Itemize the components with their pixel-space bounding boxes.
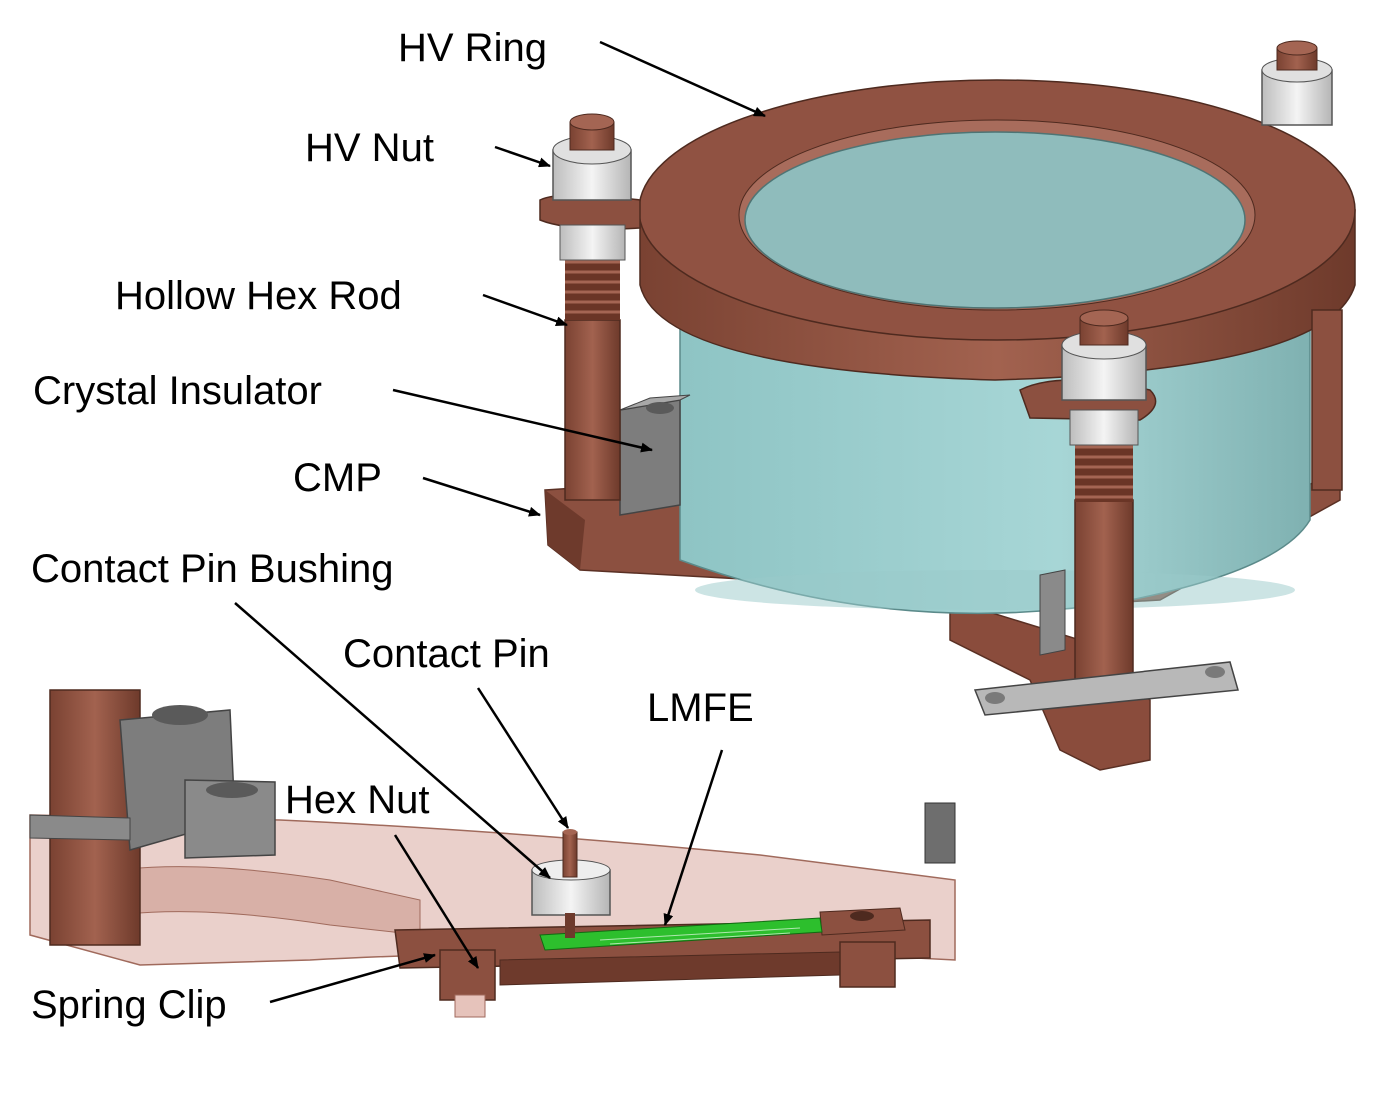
spring-clip-top [973, 569, 1239, 716]
detail-lmfe-board [539, 917, 823, 951]
arrow-hv-nut [494, 145, 551, 168]
label-lmfe: LMFE [647, 686, 754, 730]
label-spring-clip: Spring Clip [31, 983, 227, 1027]
front-rod-assembly [1061, 309, 1147, 686]
arrow-spring-clip [269, 953, 436, 1004]
arrow-cmp [422, 476, 541, 517]
arrow-contact-pin-bushing [234, 602, 551, 879]
leader-lines [234, 40, 766, 1004]
front-rod-thread [1075, 440, 1133, 502]
label-hollow-hex-rod: Hollow Hex Rod [115, 274, 402, 318]
detail-crystal-insulator [29, 705, 276, 859]
label-hv-ring: HV Ring [398, 26, 547, 70]
detail-view [29, 689, 956, 1018]
hv-ring [638, 79, 1356, 381]
detail-right-block [924, 802, 956, 864]
label-hv-nut: HV Nut [305, 126, 434, 170]
arrow-contact-pin [476, 687, 570, 829]
label-hex-nut: Hex Nut [285, 778, 430, 822]
label-cmp: CMP [293, 456, 382, 500]
label-contact-pin-bushing: Contact Pin Bushing [31, 547, 394, 591]
detail-contact-pin [562, 831, 578, 878]
detail-copper-bracket [394, 907, 931, 1018]
left-rod-thread [565, 255, 620, 320]
label-crystal-insulator: Crystal Insulator [33, 369, 322, 413]
arrow-hex-nut [393, 834, 480, 969]
label-contact-pin: Contact Pin [343, 632, 550, 676]
main-assembly [539, 40, 1356, 771]
crystal-insulator-block [619, 394, 691, 516]
left-rod-assembly [552, 113, 632, 501]
arrow-lmfe [663, 749, 724, 926]
back-rod-assembly [1261, 40, 1343, 491]
detail-contact-pin-bushing [531, 829, 611, 938]
arrow-crystal-insulator [392, 388, 653, 453]
arrow-hollow-hex-rod [482, 293, 568, 327]
crystal-cylinder [679, 299, 1311, 615]
arrow-hv-ring [599, 40, 766, 118]
